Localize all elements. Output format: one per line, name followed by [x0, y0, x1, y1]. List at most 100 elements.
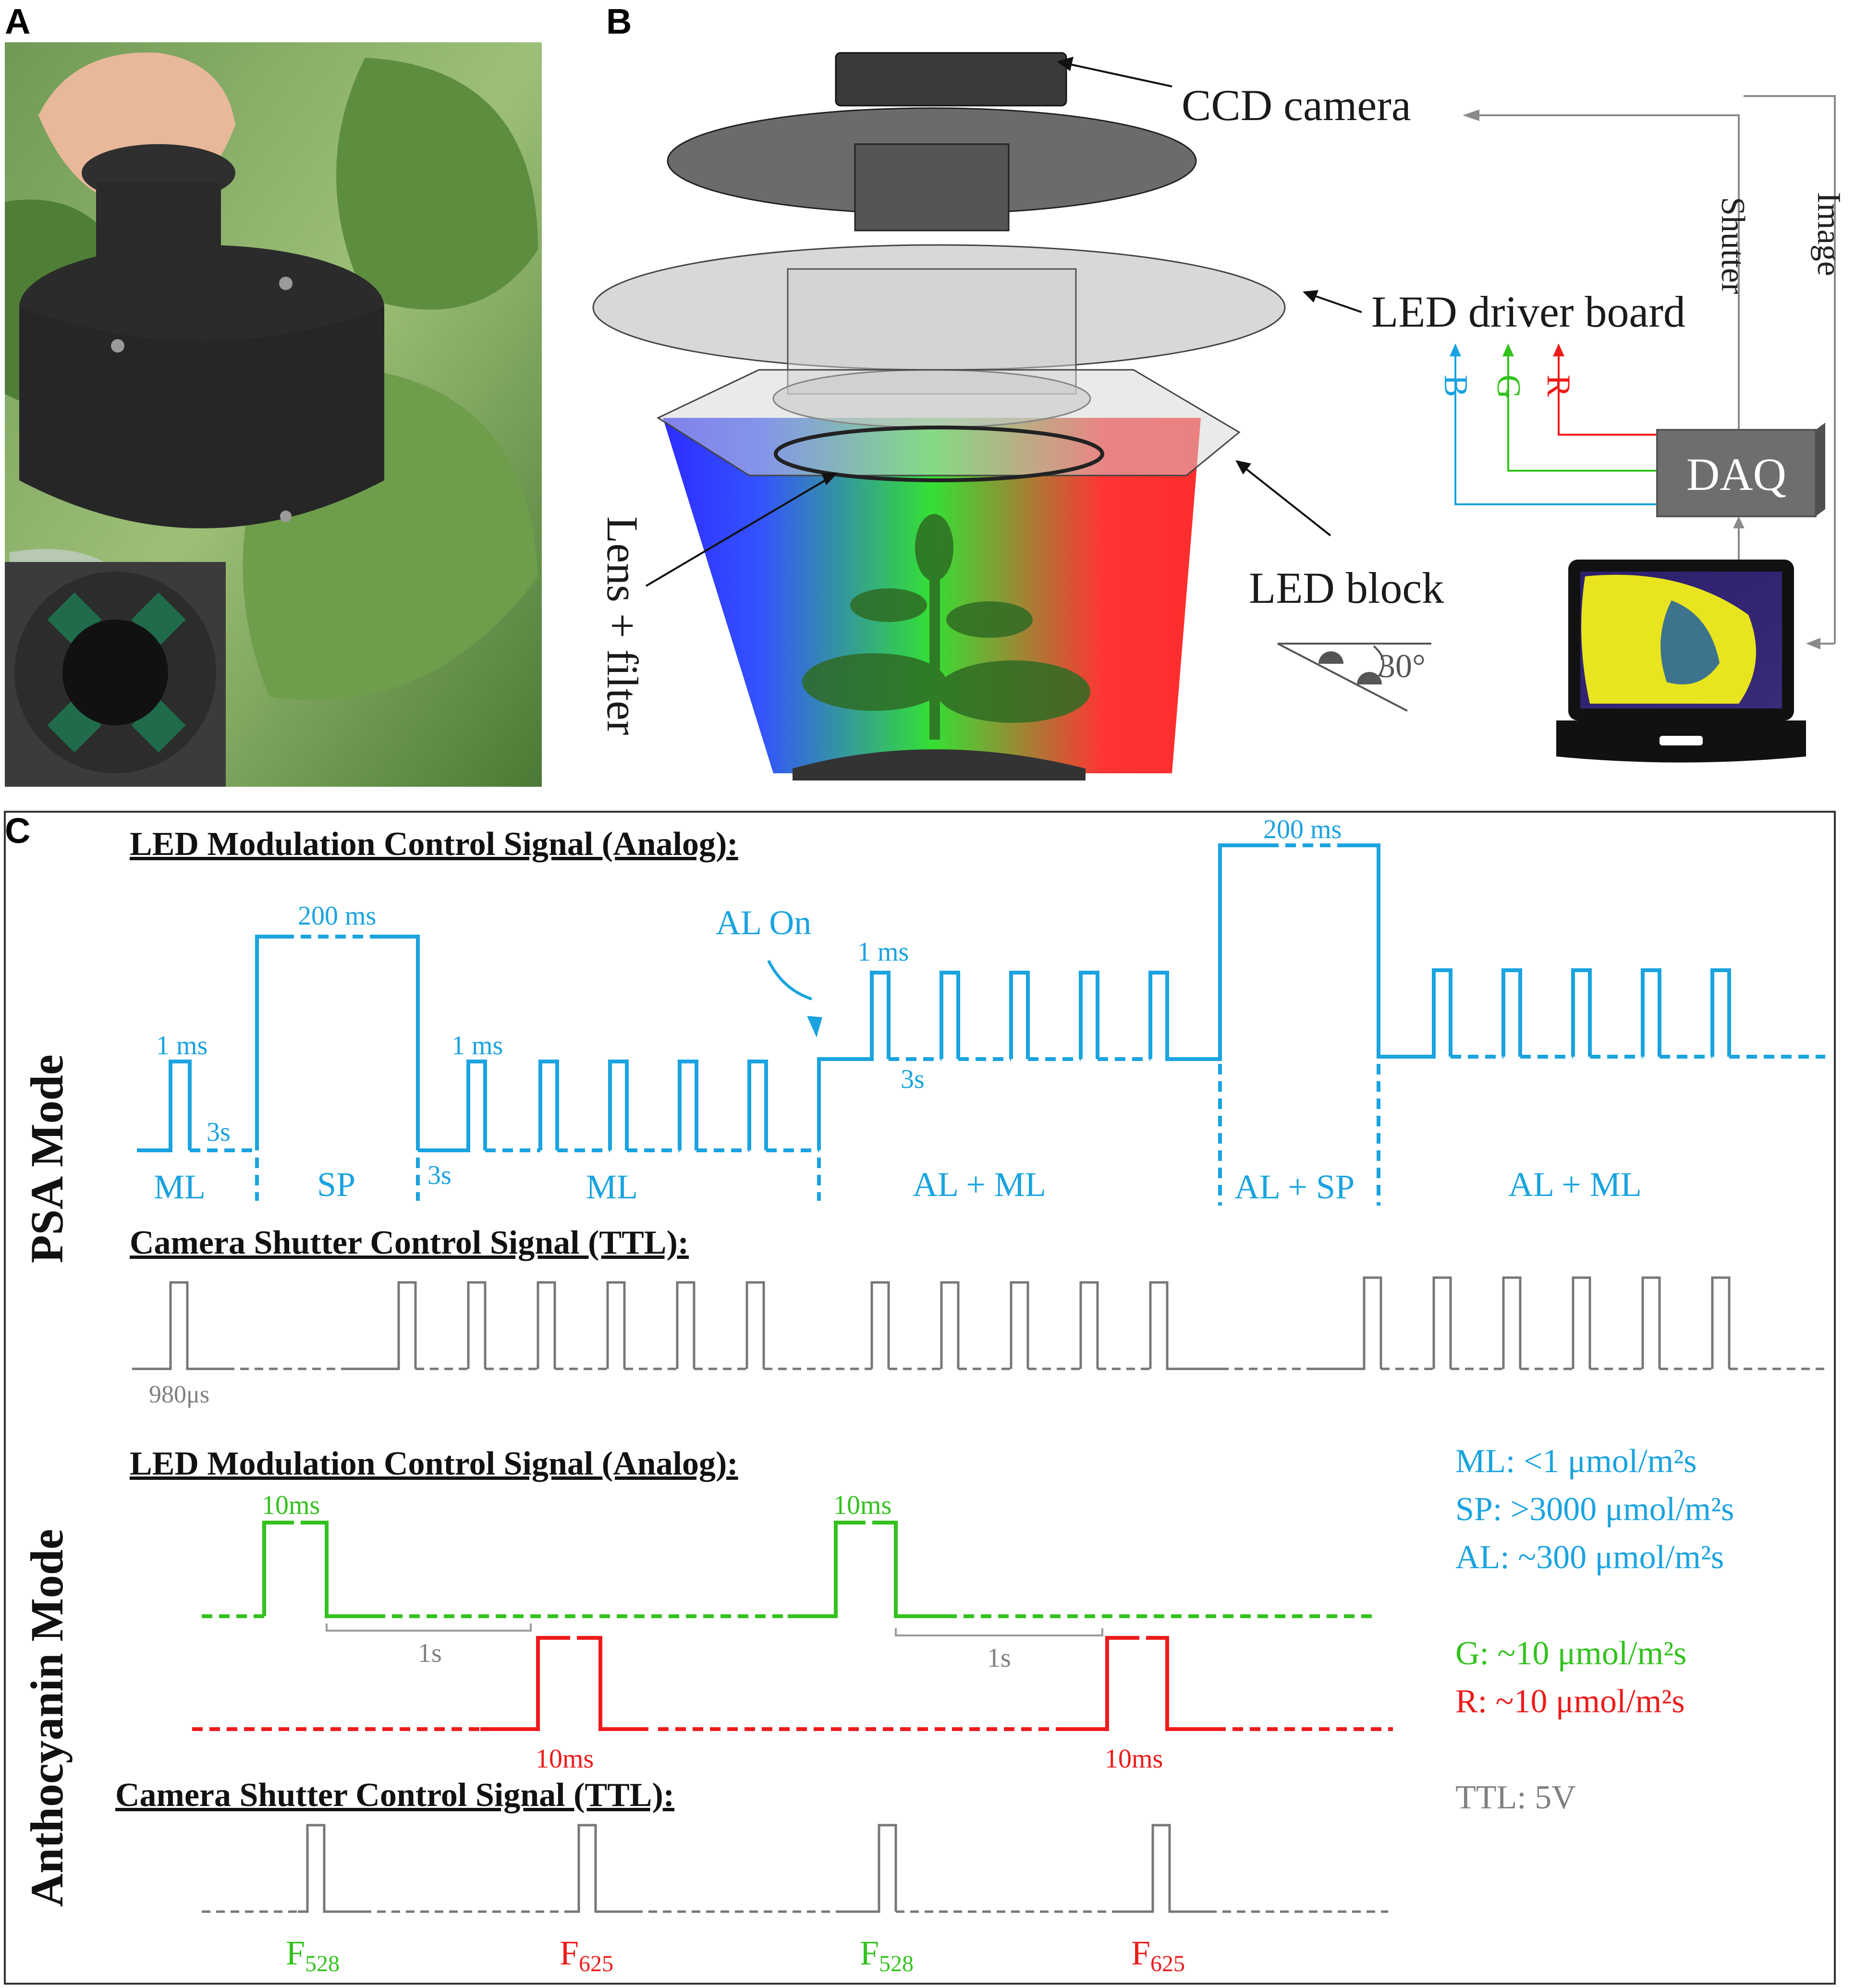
led-block-shape — [656, 369, 1241, 476]
panel-c: C PSA Mode Anthocyanin Mode LED Modulati… — [4, 811, 1836, 1985]
g-1s-a: 1s — [418, 1638, 442, 1668]
soil — [793, 749, 1086, 781]
seg-sp: SP — [317, 1165, 355, 1204]
panel-c-letter: C — [5, 811, 30, 851]
device-body — [19, 307, 384, 528]
channel-b-label: B — [1437, 375, 1474, 397]
legend-ml: ML: <1 μmol/m²s — [1455, 1443, 1696, 1480]
label-1ms-b: 1 ms — [452, 1031, 503, 1061]
angle-symbol: 30° — [1277, 643, 1431, 712]
legend-al: AL: ~300 μmol/m²s — [1455, 1539, 1724, 1576]
panel-c-border — [4, 811, 1836, 1985]
channel-r-label: R — [1540, 375, 1577, 397]
bracket-1s-a — [326, 1623, 532, 1632]
panel-b-letter: B — [606, 1, 632, 41]
lens-filter-ring — [774, 426, 1104, 482]
arrowhead — [821, 473, 838, 485]
daq-label: DAQ — [1686, 449, 1786, 500]
led-driver-board-label: LED driver board — [1371, 287, 1685, 336]
label-3s-a: 3s — [207, 1117, 231, 1147]
panel-a-letter: A — [5, 1, 30, 41]
label-1ms-a: 1 ms — [156, 1031, 207, 1061]
arrowhead — [1235, 460, 1251, 475]
legend-r: R: ~10 μmol/m²s — [1455, 1683, 1685, 1720]
legend-sp: SP: >3000 μmol/m²s — [1455, 1491, 1734, 1528]
plant-silhouette — [802, 514, 1090, 740]
daq-box-side — [1816, 423, 1825, 516]
label-200ms-b: 200 ms — [1263, 815, 1342, 844]
screw — [279, 277, 293, 290]
g-10ms-b: 10ms — [833, 1490, 891, 1520]
label-980us: 980μs — [149, 1381, 209, 1408]
seg-al-ml-2: AL + ML — [1508, 1165, 1642, 1204]
arrowhead — [1733, 516, 1745, 528]
antho-led-header: LED Modulation Control Signal (Analog): — [130, 1445, 738, 1482]
g-1s-b: 1s — [987, 1643, 1011, 1673]
arrowhead — [1057, 57, 1074, 71]
antho-red-signal — [192, 1636, 1393, 1731]
channel-g-label: G — [1490, 375, 1527, 399]
seg-al-sp: AL + SP — [1234, 1168, 1355, 1206]
label-3s-b: 3s — [427, 1160, 452, 1190]
anthocyanin-mode-label: Anthocyanin Mode — [21, 1529, 73, 1907]
f625-a: F625 — [560, 1934, 613, 1976]
frame-labels: F528 F625 F528 F625 — [286, 1934, 1185, 1976]
legend: ML: <1 μmol/m²s SP: >3000 μmol/m²s AL: ~… — [1455, 1443, 1734, 1816]
f625-b: F625 — [1131, 1934, 1185, 1976]
antho-shutter-signal — [202, 1824, 1388, 1913]
camera-mount — [854, 143, 1010, 232]
wiring — [1454, 95, 1836, 645]
ccd-camera-label: CCD camera — [1182, 81, 1411, 130]
arrowhead — [1463, 110, 1479, 121]
screw — [111, 339, 124, 353]
background-leaf — [336, 58, 538, 310]
arrowhead — [1303, 290, 1318, 303]
f528-b: F528 — [860, 1934, 914, 1976]
label-3s-c: 3s — [901, 1064, 925, 1094]
lens-filter-arrow — [645, 475, 834, 587]
f528-a: F528 — [286, 1934, 340, 1976]
r-10ms-b: 10ms — [1105, 1744, 1163, 1774]
psa-annotations: 1 ms 3s 200 ms 1 ms 3s AL On 1 ms 3s 200… — [154, 815, 1642, 1206]
psa-led-header: LED Modulation Control Signal (Analog): — [130, 826, 738, 863]
device-neck — [96, 183, 221, 303]
ccd-camera-body — [835, 52, 1067, 107]
angle-label: 30° — [1379, 648, 1426, 685]
psa-shutter-signal — [132, 1276, 1825, 1370]
screw — [280, 511, 292, 522]
r-10ms-a: 10ms — [536, 1744, 594, 1774]
lens-filter-label: Lens + filter — [598, 516, 647, 735]
leaf-image-spot — [1660, 600, 1720, 684]
antho-green-signal — [202, 1521, 1374, 1618]
label-al-on: AL On — [716, 903, 811, 942]
antho-shutter-header: Camera Shutter Control Signal (TTL): — [115, 1777, 674, 1814]
bracket-1s-b — [895, 1628, 1103, 1636]
legend-g: G: ~10 μmol/m²s — [1455, 1635, 1686, 1672]
arrowhead — [1502, 343, 1514, 356]
led-block-arrow — [1238, 463, 1331, 537]
g-10ms-a: 10ms — [262, 1490, 320, 1520]
seg-ml-1: ML — [154, 1168, 206, 1206]
seg-al-ml-1: AL + ML — [913, 1165, 1046, 1204]
ccd-camera-arrow — [1061, 61, 1172, 87]
legend-ttl: TTL: 5V — [1455, 1779, 1576, 1816]
led-block-label: LED block — [1249, 563, 1444, 612]
arrowhead — [1553, 343, 1564, 356]
arrowhead — [1450, 343, 1461, 356]
inset-lens — [62, 620, 168, 725]
shutter-label: Shutter — [1714, 197, 1751, 294]
panel-b: B CCD camera LED driver board LED block — [592, 1, 1847, 781]
arrowhead — [807, 1016, 822, 1037]
arrowhead — [1806, 638, 1820, 649]
seg-ml-2: ML — [586, 1168, 638, 1206]
label-1ms-c: 1 ms — [857, 937, 909, 967]
label-200ms-a: 200 ms — [298, 901, 376, 931]
psa-led-signal — [137, 843, 1825, 1206]
image-label: Image — [1810, 192, 1847, 276]
laptop-trackpad — [1660, 736, 1703, 745]
psa-mode-label: PSA Mode — [21, 1054, 73, 1263]
antho-annotations: 10ms 10ms 1s 1s 10ms 10ms — [262, 1490, 1163, 1774]
psa-shutter-header: Camera Shutter Control Signal (TTL): — [130, 1224, 689, 1261]
daq-box — [1656, 429, 1817, 517]
